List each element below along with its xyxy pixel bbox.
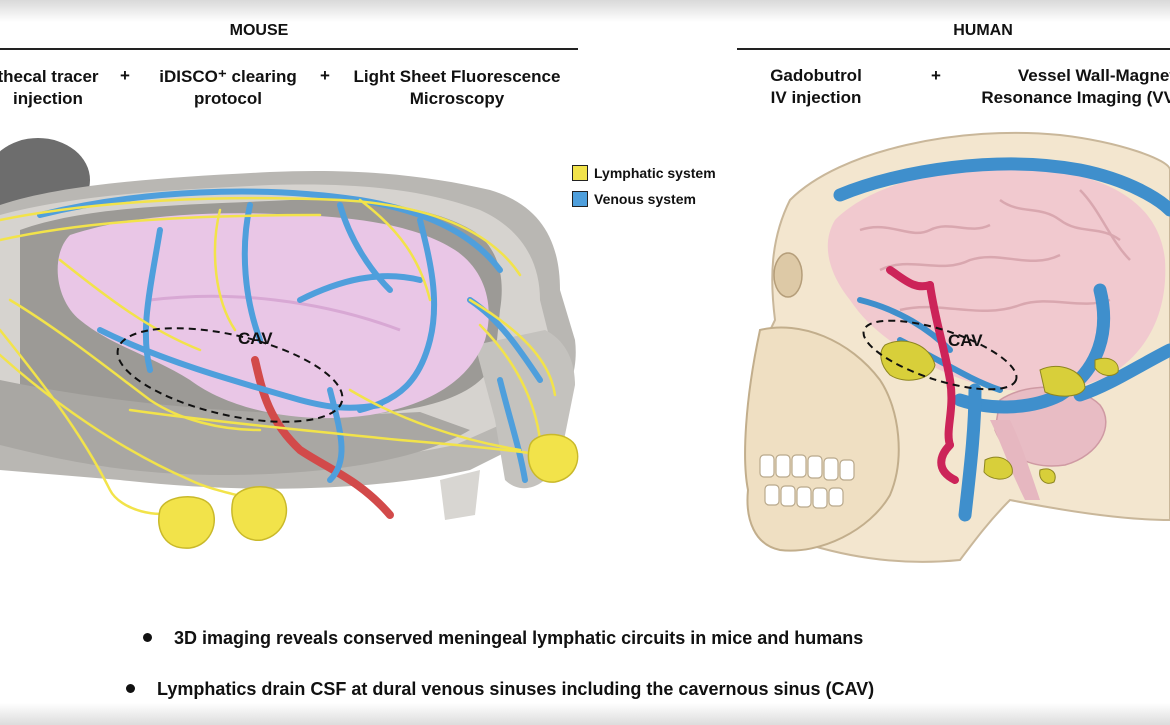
mouse-panel-title: MOUSE	[229, 22, 289, 39]
venous-swatch	[572, 191, 588, 207]
human-title-rule	[737, 48, 1170, 50]
mouse-title-rule	[0, 48, 578, 50]
method-line: iDISCO⁺ clearing	[159, 67, 297, 86]
legend-label: Lymphatic system	[594, 165, 716, 181]
legend-item-venous: Venous system	[572, 186, 716, 212]
method-line: Microscopy	[409, 89, 505, 108]
method-line: thecal tracer	[0, 67, 99, 86]
bullet-text: 3D imaging reveals conserved meningeal l…	[174, 628, 864, 648]
legend-item-lymphatic: Lymphatic system	[572, 160, 716, 186]
method-line: Gadobutrol	[770, 66, 862, 85]
bullet-text: Lymphatics drain CSF at dural venous sin…	[157, 679, 875, 699]
legend: Lymphatic system Venous system	[572, 160, 716, 212]
top-fade-bar	[0, 0, 1170, 22]
bottom-fade-bar	[0, 703, 1170, 725]
method-line: injection	[13, 89, 83, 108]
human-method-vwmri: Vessel Wall-Magnet Resonance Imaging (VV	[965, 65, 1170, 109]
method-line: Vessel Wall-Magnet	[1017, 66, 1170, 85]
human-method-gadobutrol: Gadobutrol IV injection	[760, 65, 872, 109]
mouse-head-illustration: CAV	[0, 138, 579, 549]
plus-sign: +	[931, 66, 941, 85]
human-panel-title: HUMAN	[953, 22, 1013, 39]
method-line: IV injection	[770, 88, 862, 107]
mouse-cav-label: CAV	[238, 329, 273, 348]
bullet-dot	[126, 683, 135, 693]
plus-sign: +	[320, 66, 330, 85]
lymphatic-swatch	[572, 165, 588, 181]
bullet-item: 3D imaging reveals conserved meningeal l…	[143, 628, 863, 649]
mouse-method-lsfm: Light Sheet Fluorescence Microscopy	[340, 66, 574, 110]
human-head-illustration: CAV	[744, 131, 1170, 563]
bullet-dot	[143, 632, 152, 642]
human-cav-label: CAV	[948, 331, 983, 350]
method-line: Light Sheet Fluorescence	[353, 67, 561, 86]
method-line: Resonance Imaging (VV	[981, 88, 1170, 107]
bullet-item: Lymphatics drain CSF at dural venous sin…	[126, 679, 874, 700]
mouse-method-tracer: thecal tracer injection	[0, 66, 118, 110]
plus-sign: +	[120, 66, 130, 85]
method-line: protocol	[194, 89, 262, 108]
mouse-method-idisco: iDISCO⁺ clearing protocol	[148, 66, 308, 110]
legend-label: Venous system	[594, 191, 696, 207]
